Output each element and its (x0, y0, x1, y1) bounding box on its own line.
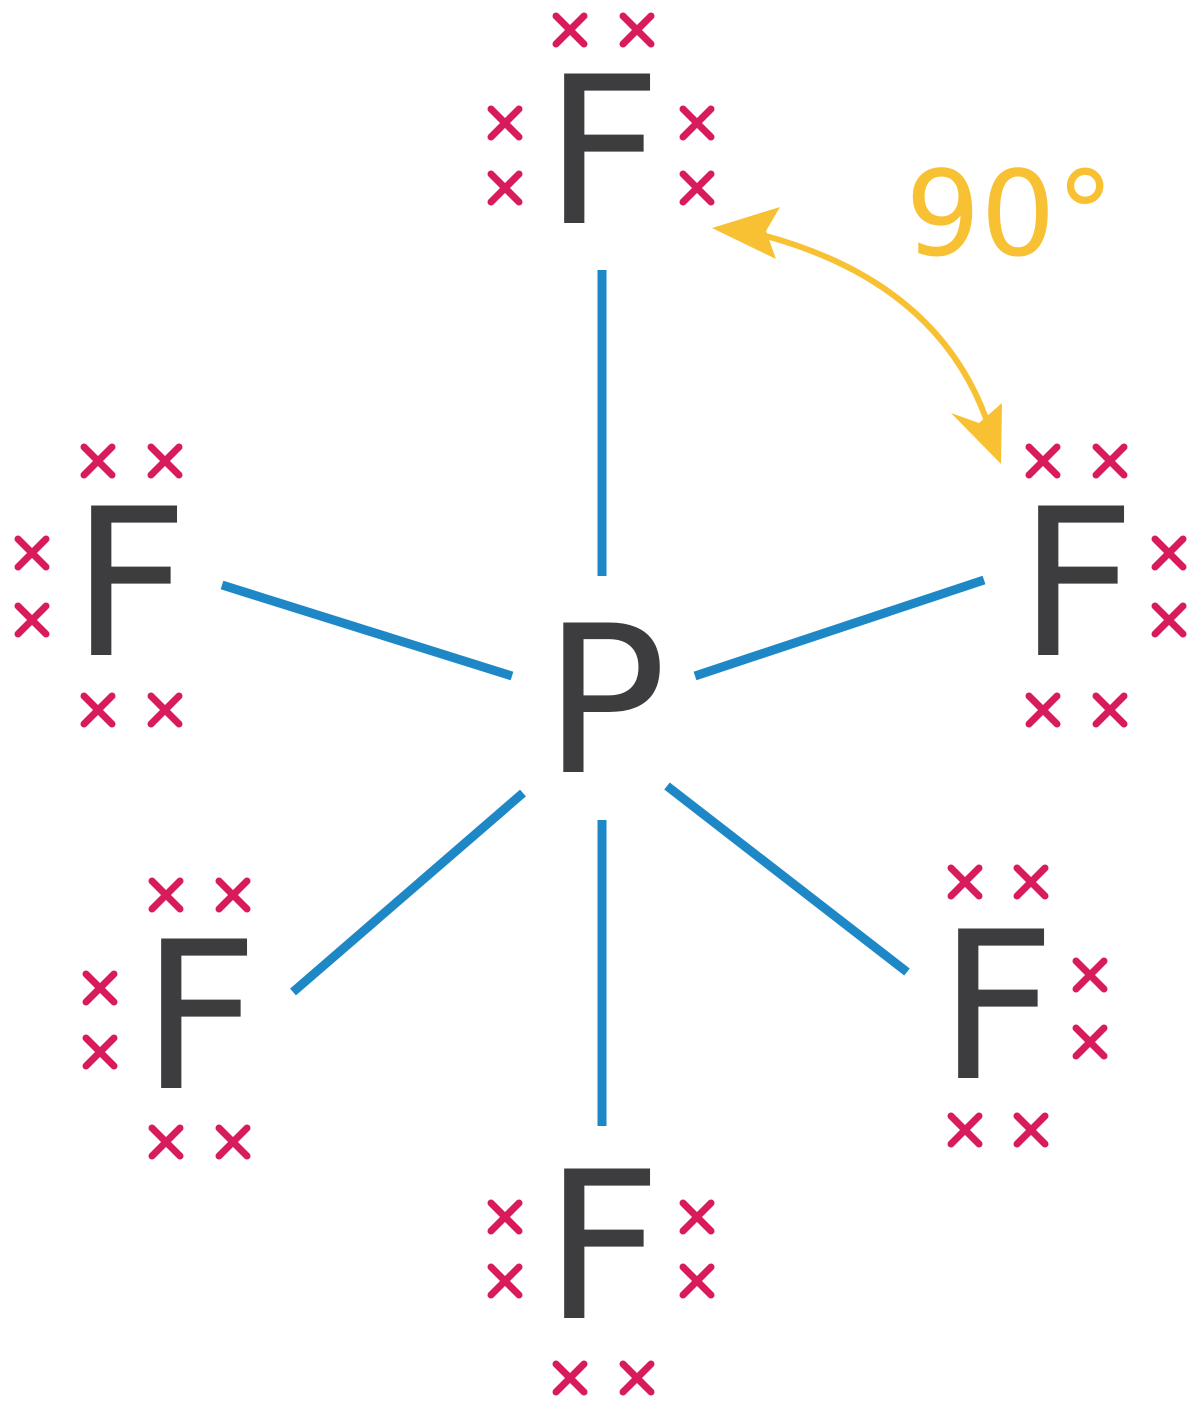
electron-marker-upper-right-2 (1092, 443, 1128, 479)
electron-marker-upper-left-1 (80, 443, 116, 479)
electron-marker-lower-right-4 (1072, 1024, 1108, 1060)
bond-angle-annotation: 90° (712, 145, 1115, 464)
electron-marker-top-5 (679, 105, 715, 141)
electron-marker-upper-right-1 (1025, 443, 1061, 479)
electron-marker-bottom-6 (619, 1360, 655, 1396)
fluorine-atom-upper-right: F (1018, 466, 1136, 704)
electron-marker-top-3 (487, 105, 523, 141)
bonds (220, 270, 986, 1126)
electron-marker-top-1 (552, 12, 588, 48)
electron-marker-top-6 (679, 170, 715, 206)
electron-marker-bottom-1 (487, 1199, 523, 1235)
central-atom-p: P (543, 583, 667, 821)
lone-pair-electrons (14, 12, 1187, 1396)
bond-p-f-lower-left (290, 789, 526, 996)
electron-marker-bottom-2 (487, 1263, 523, 1299)
fluorine-atom-bottom: F (544, 1129, 662, 1367)
arrowhead-start (712, 207, 780, 259)
electron-marker-lower-right-1 (947, 864, 983, 900)
electron-marker-lower-right-3 (1072, 957, 1108, 993)
bond-p-f-lower-right (664, 782, 910, 976)
electron-marker-top-4 (487, 170, 523, 206)
angle-arc (741, 227, 993, 431)
fluorine-atom-upper-left: F (71, 466, 189, 704)
fluorine-atoms: F F F F F F (71, 34, 1136, 1367)
electron-marker-upper-left-4 (14, 602, 50, 638)
electron-marker-upper-right-4 (1151, 602, 1187, 638)
electron-marker-bottom-3 (679, 1199, 715, 1235)
arrowhead-end (951, 403, 1002, 464)
electron-marker-upper-left-6 (147, 692, 183, 728)
electron-marker-lower-right-6 (1013, 1112, 1049, 1148)
electron-marker-upper-right-5 (1025, 692, 1061, 728)
electron-marker-bottom-4 (679, 1263, 715, 1299)
angle-label: 90° (905, 145, 1114, 283)
electron-marker-lower-right-2 (1013, 864, 1049, 900)
electron-marker-lower-right-5 (947, 1112, 983, 1148)
electron-marker-lower-left-3 (82, 970, 118, 1006)
electron-marker-top-2 (619, 12, 655, 48)
electron-marker-lower-left-1 (148, 877, 184, 913)
electron-marker-upper-right-3 (1151, 535, 1187, 571)
electron-marker-upper-right-6 (1092, 692, 1128, 728)
electron-marker-lower-left-5 (148, 1124, 184, 1160)
electron-marker-upper-left-5 (80, 692, 116, 728)
electron-marker-upper-left-3 (14, 535, 50, 571)
fluorine-atom-lower-right: F (938, 889, 1056, 1127)
fluorine-atom-top: F (544, 34, 662, 272)
fluorine-atom-lower-left: F (141, 899, 259, 1137)
electron-marker-lower-left-2 (215, 877, 251, 913)
electron-marker-lower-left-6 (215, 1124, 251, 1160)
electron-marker-upper-left-2 (147, 443, 183, 479)
electron-marker-bottom-5 (552, 1360, 588, 1396)
bond-p-f-upper-right (693, 575, 986, 681)
electron-marker-lower-left-4 (82, 1034, 118, 1070)
bond-p-f-upper-left (220, 580, 514, 681)
